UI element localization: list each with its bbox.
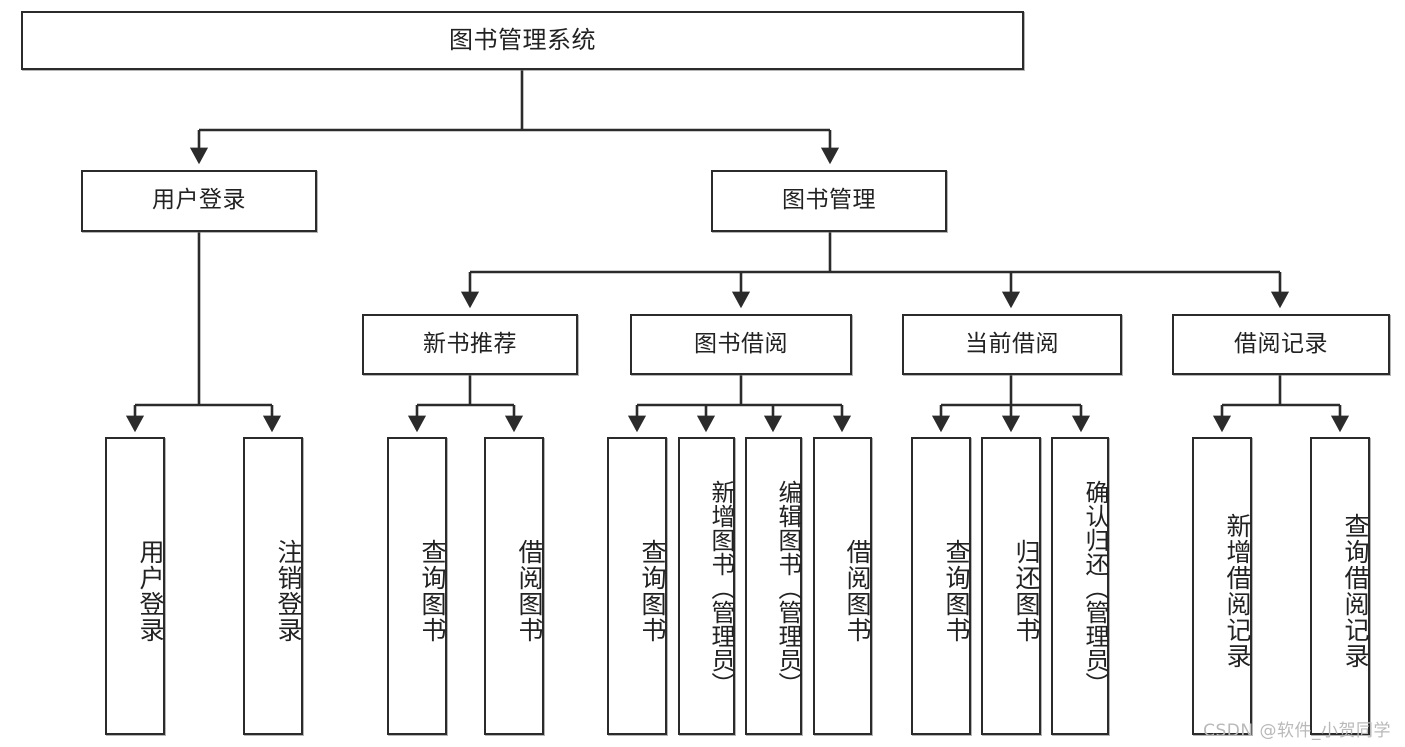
leaf-user-login[interactable]: 用户登录 <box>105 437 165 735</box>
leaf-borrow-book[interactable]: 借阅图书 <box>813 437 872 735</box>
node-borrow-record[interactable]: 借阅记录 <box>1172 314 1390 375</box>
node-root[interactable]: 图书管理系统 <box>21 11 1024 70</box>
leaf-return-book[interactable]: 归还图书 <box>981 437 1041 735</box>
node-current-borrow[interactable]: 当前借阅 <box>902 314 1122 375</box>
leaf-confirm-return-admin[interactable]: 确认归还（管理员） <box>1051 437 1109 735</box>
node-book-borrow[interactable]: 图书借阅 <box>630 314 852 375</box>
leaf-logout[interactable]: 注销登录 <box>243 437 303 735</box>
leaf-query-book-borrow[interactable]: 查询图书 <box>607 437 667 735</box>
node-new-book-recommend[interactable]: 新书推荐 <box>362 314 578 375</box>
leaf-edit-book-admin[interactable]: 编辑图书（管理员） <box>745 437 802 735</box>
leaf-borrow-book-new[interactable]: 借阅图书 <box>484 437 544 735</box>
node-user-login[interactable]: 用户登录 <box>81 170 317 232</box>
leaf-add-borrow-record[interactable]: 新增借阅记录 <box>1192 437 1252 735</box>
leaf-add-book-admin[interactable]: 新增图书（管理员） <box>678 437 735 735</box>
leaf-query-borrow-record[interactable]: 查询借阅记录 <box>1310 437 1370 735</box>
leaf-query-book-current[interactable]: 查询图书 <box>911 437 971 735</box>
node-book-management[interactable]: 图书管理 <box>711 170 947 232</box>
csdn-watermark: CSDN @软件_小贺同学 <box>1203 721 1391 741</box>
leaf-query-book-new[interactable]: 查询图书 <box>387 437 447 735</box>
